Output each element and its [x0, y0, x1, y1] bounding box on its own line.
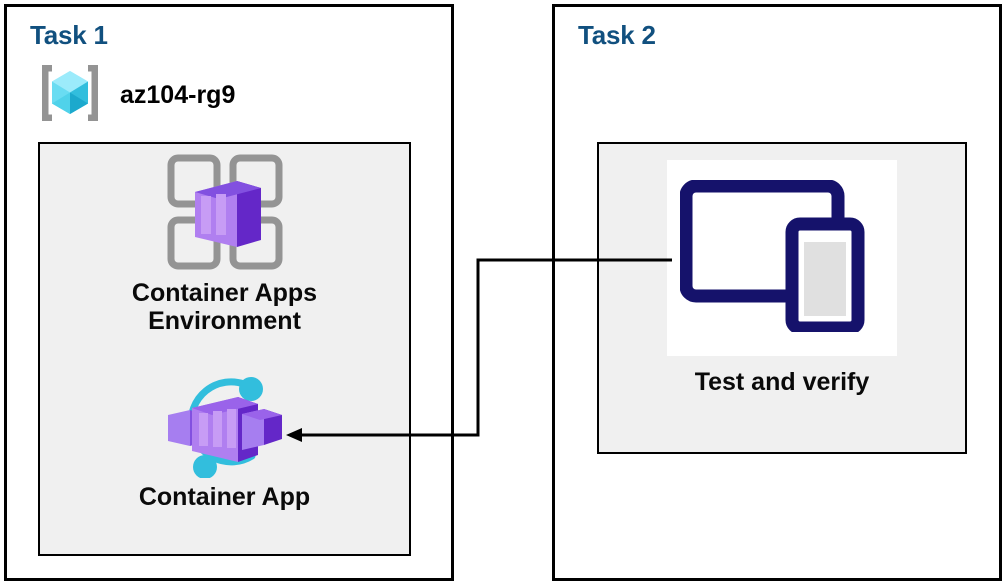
- resource-group-row: az104-rg9: [36, 62, 336, 128]
- test-and-verify-icon-plate: [667, 160, 897, 356]
- azure-resource-group-icon: [36, 62, 104, 129]
- container-apps-environment-label: Container Apps Environment: [131, 279, 318, 335]
- container-apps-environment-icon: [165, 152, 285, 279]
- container-app-label: Container App: [138, 483, 311, 511]
- resource-test-and-verify: Test and verify: [597, 160, 967, 396]
- task-1-title: Task 1: [30, 20, 108, 50]
- task-2-title: Task 2: [578, 20, 656, 50]
- resource-container-app: Container App: [38, 372, 411, 511]
- test-and-verify-label: Test and verify: [694, 368, 870, 396]
- devices-test-verify-icon: [679, 179, 884, 337]
- test-and-verify-label-wrap: Test and verify: [695, 368, 870, 396]
- container-app-icon: [156, 372, 294, 483]
- resource-group-name: az104-rg9: [120, 80, 236, 109]
- resource-container-apps-environment: Container Apps Environment: [38, 152, 411, 335]
